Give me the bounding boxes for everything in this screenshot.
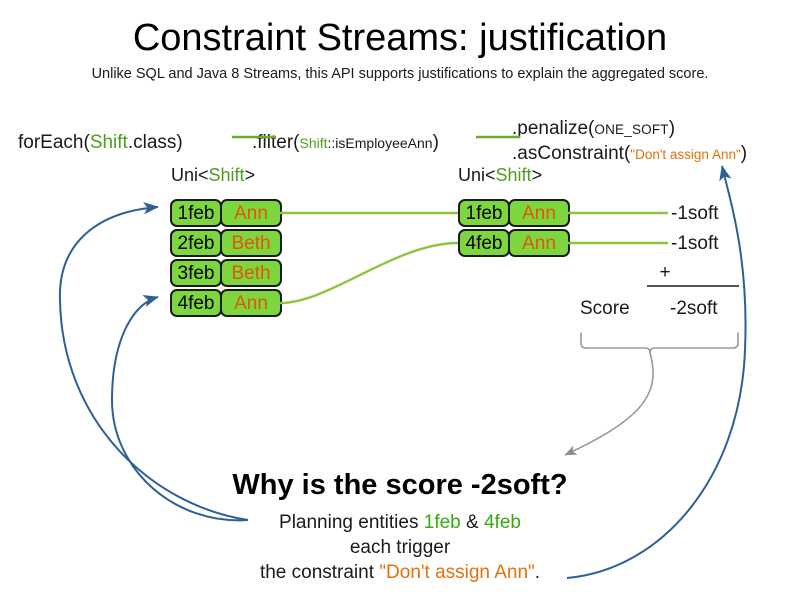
right-stream-label-type: Shift	[495, 165, 532, 185]
code-filter-prefix: .filter(	[252, 132, 300, 153]
explanation-constraint-name: "Don't assign Ann"	[379, 562, 535, 583]
code-penalize-arg: ONE_SOFT	[594, 122, 669, 137]
right-tuple-row[interactable]: 1feb Ann	[458, 199, 570, 227]
score-explanation-arrow	[564, 352, 654, 456]
left-stream-label-suffix: >	[244, 165, 256, 185]
code-filter-type: Shift	[299, 135, 328, 151]
explanation-line-3: the constraint "Don't assign Ann".	[0, 560, 800, 585]
shift-date-cell: 1feb	[170, 199, 222, 227]
left-tuple-row[interactable]: 3feb Beth	[170, 259, 282, 287]
explanation-line-2: each trigger	[349, 537, 451, 558]
code-as-constraint-suffix: )	[740, 143, 748, 164]
explanation-entity-a: 1feb	[423, 512, 461, 533]
code-as-constraint-arg: "Don't assign Ann"	[630, 147, 741, 162]
code-as-constraint-prefix: .asConstraint(	[512, 143, 631, 164]
left-stream-type-label: Uni<Shift>	[171, 164, 255, 186]
shift-date-cell: 1feb	[458, 199, 510, 227]
code-as-constraint: .asConstraint("Don't assign Ann")	[512, 142, 747, 167]
left-tuple-row[interactable]: 4feb Ann	[170, 289, 282, 317]
explanation-line3-suffix: .	[534, 562, 541, 583]
left-tuple-row[interactable]: 2feb Beth	[170, 229, 282, 257]
code-penalize: .penalize(ONE_SOFT)	[512, 117, 675, 142]
right-stream-label-suffix: >	[531, 165, 543, 185]
score-label: Score	[580, 298, 630, 319]
code-penalize-prefix: .penalize(	[512, 118, 595, 139]
right-stream-type-label: Uni<Shift>	[458, 164, 542, 186]
shift-date-cell: 4feb	[458, 229, 510, 257]
shift-employee-cell: Ann	[220, 289, 282, 317]
why-heading: Why is the score -2soft?	[232, 469, 568, 501]
score-brace	[580, 332, 739, 354]
tuple-connector-4feb	[279, 241, 459, 305]
shift-employee-cell: Beth	[220, 229, 282, 257]
code-foreach: forEach(Shift.class)	[18, 131, 183, 155]
code-foreach-prefix: forEach(	[18, 132, 90, 153]
code-filter: .filter(Shift::isEmployeeAnn)	[252, 131, 439, 155]
shift-employee-cell: Ann	[508, 199, 570, 227]
score-sum-rule	[647, 285, 739, 287]
explanation-line-1: Planning entities 1feb & 4feb	[0, 510, 800, 535]
left-tuple-row[interactable]: 1feb Ann	[170, 199, 282, 227]
code-penalize-suffix: )	[668, 118, 676, 139]
shift-date-cell: 2feb	[170, 229, 222, 257]
page-subtitle: Unlike SQL and Java 8 Streams, this API …	[91, 66, 709, 82]
left-stream-label-type: Shift	[208, 165, 245, 185]
score-sum-operator: +	[659, 262, 671, 283]
explanation-line1-prefix: Planning entities	[279, 512, 424, 533]
shift-employee-cell: Beth	[220, 259, 282, 287]
score-total: -2soft	[670, 298, 718, 319]
shift-date-cell: 3feb	[170, 259, 222, 287]
explanation-amp: &	[460, 512, 484, 533]
shift-date-cell: 4feb	[170, 289, 222, 317]
score-impact-2: -1soft	[671, 233, 719, 254]
right-stream-label-prefix: Uni<	[458, 165, 496, 185]
explanation-entity-b: 4feb	[483, 512, 521, 533]
code-filter-suffix: )	[432, 132, 439, 153]
code-foreach-type: Shift	[89, 132, 128, 153]
score-impact-1: -1soft	[671, 203, 719, 224]
shift-employee-cell: Ann	[508, 229, 570, 257]
right-tuple-row[interactable]: 4feb Ann	[458, 229, 570, 257]
left-stream-label-prefix: Uni<	[171, 165, 209, 185]
explanation-line3-prefix: the constraint	[259, 562, 380, 583]
explanation-text: Planning entities 1feb & 4feb each trigg…	[0, 510, 800, 585]
code-foreach-suffix: .class)	[127, 132, 183, 153]
page-title: Constraint Streams: justification	[132, 17, 668, 59]
code-filter-method: ::isEmployeeAnn	[327, 135, 433, 151]
shift-employee-cell: Ann	[220, 199, 282, 227]
